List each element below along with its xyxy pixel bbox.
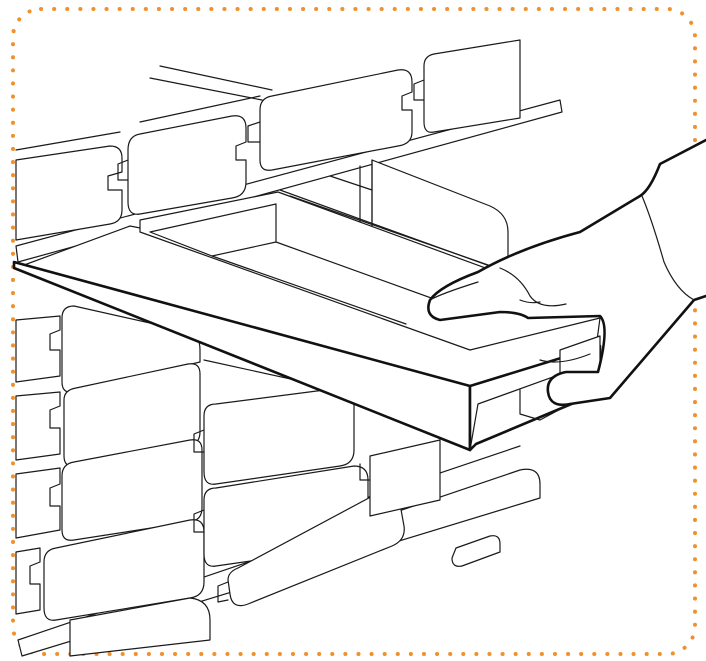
dotted-frame xyxy=(11,7,697,656)
lower-left-stack xyxy=(15,305,441,657)
hand-pulling-tray xyxy=(427,138,706,407)
top-shelf-items xyxy=(15,39,521,241)
